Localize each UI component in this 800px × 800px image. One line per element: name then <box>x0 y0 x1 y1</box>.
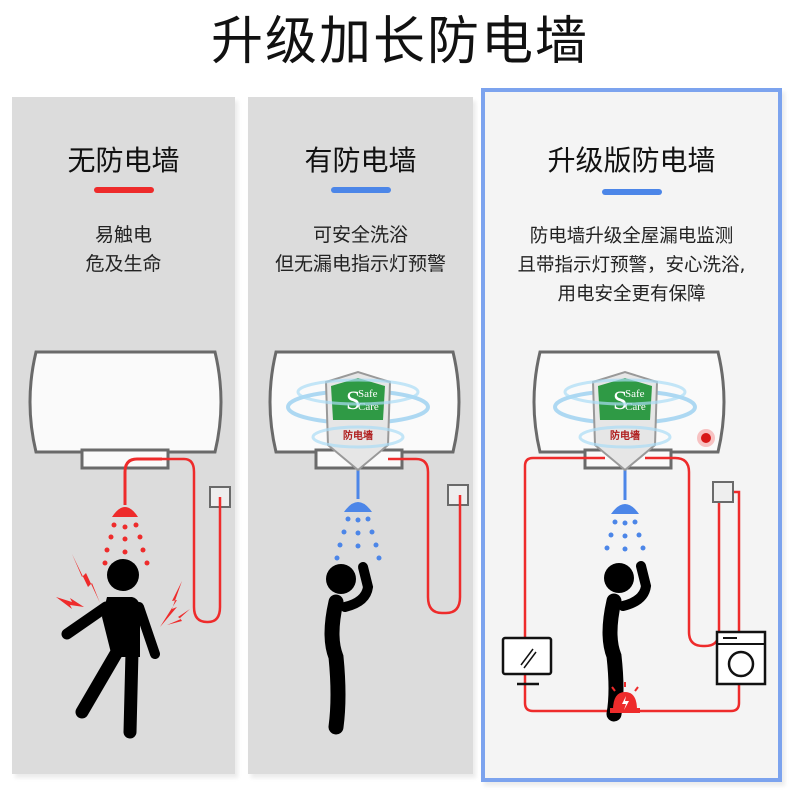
power-cable <box>388 457 462 615</box>
shield-line1: Safe <box>358 388 378 400</box>
illustration-no-protection <box>28 350 231 739</box>
panel-title: 有防电墙 <box>304 144 417 177</box>
shower-head-icon <box>112 507 138 517</box>
power-socket-icon <box>447 484 469 506</box>
water-drops <box>604 519 646 552</box>
accent-bar <box>601 189 662 195</box>
shield-s: S <box>613 386 627 415</box>
panel-no-protection: 无防电墙 易触电 危及生命 <box>12 97 235 774</box>
water-drops <box>102 522 150 566</box>
illustration-with-protection: S Safe Care 防电墙 <box>268 350 469 735</box>
water-pipe <box>123 457 162 505</box>
shield-cn-label: 防电墙 <box>610 429 640 442</box>
panel-with-protection: 有防电墙 可安全洗浴 但无漏电指示灯预警 S Safe Care 防电墙 <box>248 97 473 774</box>
water-heater-icon <box>28 350 223 470</box>
tv-monitor-icon <box>501 636 553 686</box>
power-socket-icon <box>712 481 734 503</box>
electrocuted-person-icon <box>61 559 160 739</box>
desc-line: 但无漏电指示灯预警 <box>274 253 446 275</box>
desc-line: 易触电 <box>94 224 152 246</box>
alarm-siren-icon <box>610 682 640 713</box>
panel-description: 防电墙升级全屋漏电监测 且带指示灯预警，安心洗浴, 用电安全更有保障 <box>485 222 778 309</box>
accent-bar <box>330 187 391 193</box>
panel-upgraded-protection: 升级版防电墙 防电墙升级全屋漏电监测 且带指示灯预警，安心洗浴, 用电安全更有保… <box>481 88 782 782</box>
desc-line: 危及生命 <box>85 253 162 275</box>
red-indicator-light-icon <box>697 429 715 447</box>
showering-person-icon <box>602 561 652 722</box>
safe-care-shield-icon: S Safe Care 防电墙 <box>553 370 697 472</box>
leakage-circuit <box>523 456 741 713</box>
power-cable <box>162 457 222 624</box>
desc-line: 且带指示灯预警，安心洗浴, <box>517 255 746 276</box>
desc-line: 防电墙升级全屋漏电监测 <box>529 226 734 247</box>
desc-line: 可安全洗浴 <box>312 224 408 246</box>
panel-title: 升级版防电墙 <box>547 144 716 177</box>
safe-care-shield-icon: S Safe Care 防电墙 <box>286 370 430 472</box>
panel-description: 易触电 危及生命 <box>12 221 235 279</box>
panel-description: 可安全洗浴 但无漏电指示灯预警 <box>248 221 473 279</box>
shield-line1: Safe <box>625 388 645 400</box>
shield-s: S <box>346 386 360 415</box>
panel-title: 无防电墙 <box>67 144 180 177</box>
showering-person-icon <box>324 562 374 735</box>
water-drops <box>334 516 382 561</box>
desc-line: 用电安全更有保障 <box>557 284 706 305</box>
lightning-bolt-icon <box>56 554 190 627</box>
power-cable <box>645 456 721 648</box>
page-title: 升级加长防电墙 <box>210 12 589 72</box>
washing-machine-icon <box>715 630 767 686</box>
shield-cn-label: 防电墙 <box>343 429 373 442</box>
shower-head-icon <box>611 504 639 514</box>
accent-bar <box>93 187 154 193</box>
shower-head-icon <box>344 502 372 512</box>
illustration-upgraded-protection: S Safe Care 防电墙 <box>501 350 767 722</box>
